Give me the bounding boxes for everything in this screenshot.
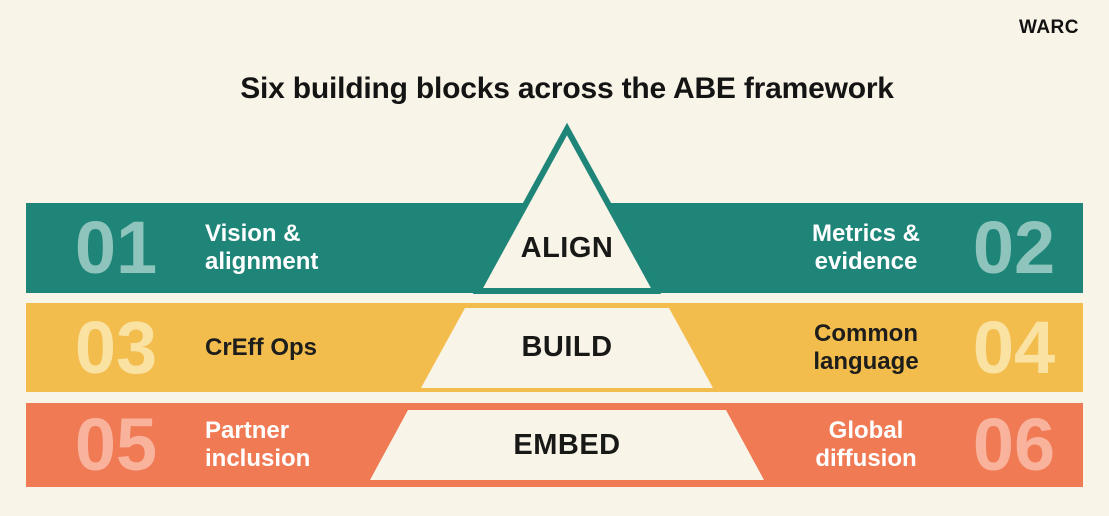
step-number-01: 01 bbox=[74, 206, 158, 289]
pyramid-label-align: ALIGN bbox=[520, 231, 614, 264]
pyramid-top-triangle bbox=[472, 122, 662, 294]
step-number-02: 02 bbox=[972, 206, 1056, 289]
step-number-05: 05 bbox=[74, 403, 158, 486]
block-label-partner-inclusion: Partner inclusion bbox=[205, 417, 311, 472]
pyramid-middle-trapezoid bbox=[421, 308, 713, 388]
block-label-global-diffusion: Global diffusion bbox=[815, 417, 917, 472]
step-number-04: 04 bbox=[972, 305, 1056, 389]
step-number-06: 06 bbox=[972, 403, 1056, 486]
pyramid-label-embed: EMBED bbox=[513, 428, 621, 461]
block-label-common-language: Common language bbox=[813, 319, 919, 375]
page-title: Six building blocks across the ABE frame… bbox=[240, 72, 894, 105]
block-label-metrics-evidence: Metrics & evidence bbox=[811, 220, 921, 275]
block-label-creff-ops: CrEff Ops bbox=[205, 333, 318, 361]
pyramid-bottom-trapezoid bbox=[370, 410, 764, 480]
warc-logo: WARC bbox=[1018, 17, 1079, 38]
block-label-vision-alignment: Vision & alignment bbox=[205, 220, 319, 275]
pyramid-label-build: BUILD bbox=[521, 331, 613, 363]
step-number-03: 03 bbox=[74, 305, 158, 389]
